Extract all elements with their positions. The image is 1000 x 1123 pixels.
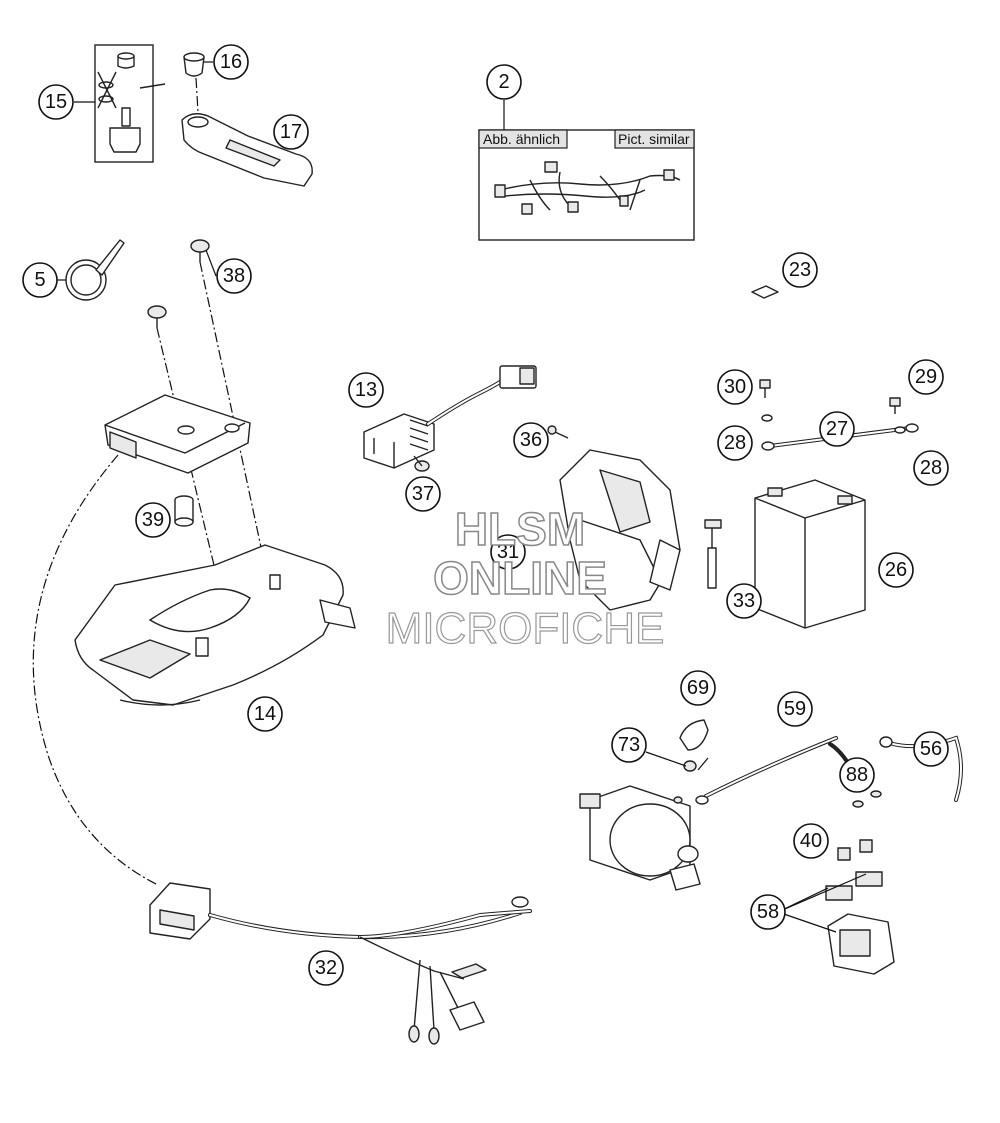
- watermark-line2: ONLINE: [433, 552, 607, 604]
- starter-cables: [679, 719, 963, 808]
- svg-text:30: 30: [724, 376, 746, 398]
- callout-37: 37: [405, 476, 441, 512]
- callout-28-right: 28: [913, 450, 949, 486]
- cable-tie: [65, 239, 125, 301]
- leader-lines: [57, 61, 709, 771]
- callout-27: 27: [819, 411, 855, 447]
- ecu-to-harness-dash: [32, 454, 159, 886]
- callout-69: 69: [680, 670, 716, 706]
- svg-text:23: 23: [789, 259, 811, 281]
- main-harness-inset: Abb. ähnlich Pict. similar: [478, 129, 695, 241]
- inset-label-english: Pict. similar: [618, 131, 690, 147]
- grommet-39: [174, 495, 194, 527]
- svg-text:73: 73: [618, 734, 640, 756]
- callout-58: 58: [750, 894, 786, 930]
- callout-88: 88: [839, 757, 875, 793]
- watermark-line3: MICROFICHE: [386, 604, 665, 653]
- callout-59: 59: [777, 691, 813, 727]
- battery: [754, 479, 866, 629]
- watermark-line1: HLSM: [455, 503, 585, 555]
- svg-text:17: 17: [280, 121, 302, 143]
- electronics-tray: [74, 544, 356, 706]
- callout-13: 13: [348, 372, 384, 408]
- callout-17: 17: [273, 114, 309, 150]
- svg-text:14: 14: [254, 703, 276, 725]
- callout-30: 30: [717, 369, 753, 405]
- callout-14: 14: [247, 696, 283, 732]
- ecu-unit: [104, 394, 251, 474]
- svg-text:5: 5: [34, 269, 45, 291]
- svg-text:88: 88: [846, 764, 868, 786]
- sub-harness: [149, 882, 532, 1045]
- svg-text:59: 59: [784, 698, 806, 720]
- callout-29: 29: [908, 359, 944, 395]
- callout-73: 73: [611, 727, 647, 763]
- battery-holder: [559, 449, 681, 611]
- callout-16: 16: [213, 44, 249, 80]
- svg-text:58: 58: [757, 901, 779, 923]
- starter-motor: [579, 785, 701, 891]
- callout-32: 32: [308, 950, 344, 986]
- callout-31: 31: [490, 534, 526, 570]
- callout-36: 36: [513, 422, 549, 458]
- screw-36: [547, 425, 569, 439]
- svg-text:26: 26: [885, 559, 907, 581]
- screw-37: [413, 455, 430, 472]
- watermark: HLSM ONLINE MICROFICHE: [385, 502, 665, 653]
- svg-text:16: 16: [220, 51, 242, 73]
- svg-text:28: 28: [724, 432, 746, 454]
- ignition-lock-inset: [94, 44, 166, 163]
- svg-text:2: 2: [498, 71, 509, 93]
- svg-text:13: 13: [355, 379, 377, 401]
- svg-text:27: 27: [826, 418, 848, 440]
- svg-text:69: 69: [687, 677, 709, 699]
- callout-2: 2: [486, 64, 522, 100]
- callout-15: 15: [38, 84, 74, 120]
- svg-text:40: 40: [800, 830, 822, 852]
- bracket-assembly: [181, 52, 313, 187]
- clip-23: [751, 285, 779, 299]
- svg-text:15: 15: [45, 91, 67, 113]
- inset-label-german: Abb. ähnlich: [483, 131, 560, 147]
- svg-text:39: 39: [142, 509, 164, 531]
- svg-text:28: 28: [920, 457, 942, 479]
- voltage-regulator: [363, 365, 537, 469]
- callout-40: 40: [793, 823, 829, 859]
- svg-text:29: 29: [915, 366, 937, 388]
- callout-33: 33: [726, 583, 762, 619]
- callout-56: 56: [913, 731, 949, 767]
- callout-28-left: 28: [717, 425, 753, 461]
- fuse-strap: [704, 519, 722, 589]
- callout-23: 23: [782, 252, 818, 288]
- callout-5: 5: [22, 262, 58, 298]
- svg-text:32: 32: [315, 957, 337, 979]
- callout-38: 38: [216, 258, 252, 294]
- svg-text:56: 56: [920, 738, 942, 760]
- svg-text:31: 31: [497, 541, 519, 563]
- relay-and-fuses: [777, 839, 895, 975]
- svg-text:33: 33: [733, 590, 755, 612]
- callout-39: 39: [135, 502, 171, 538]
- svg-text:37: 37: [412, 483, 434, 505]
- svg-text:36: 36: [520, 429, 542, 451]
- svg-text:38: 38: [223, 265, 245, 287]
- callout-26: 26: [878, 552, 914, 588]
